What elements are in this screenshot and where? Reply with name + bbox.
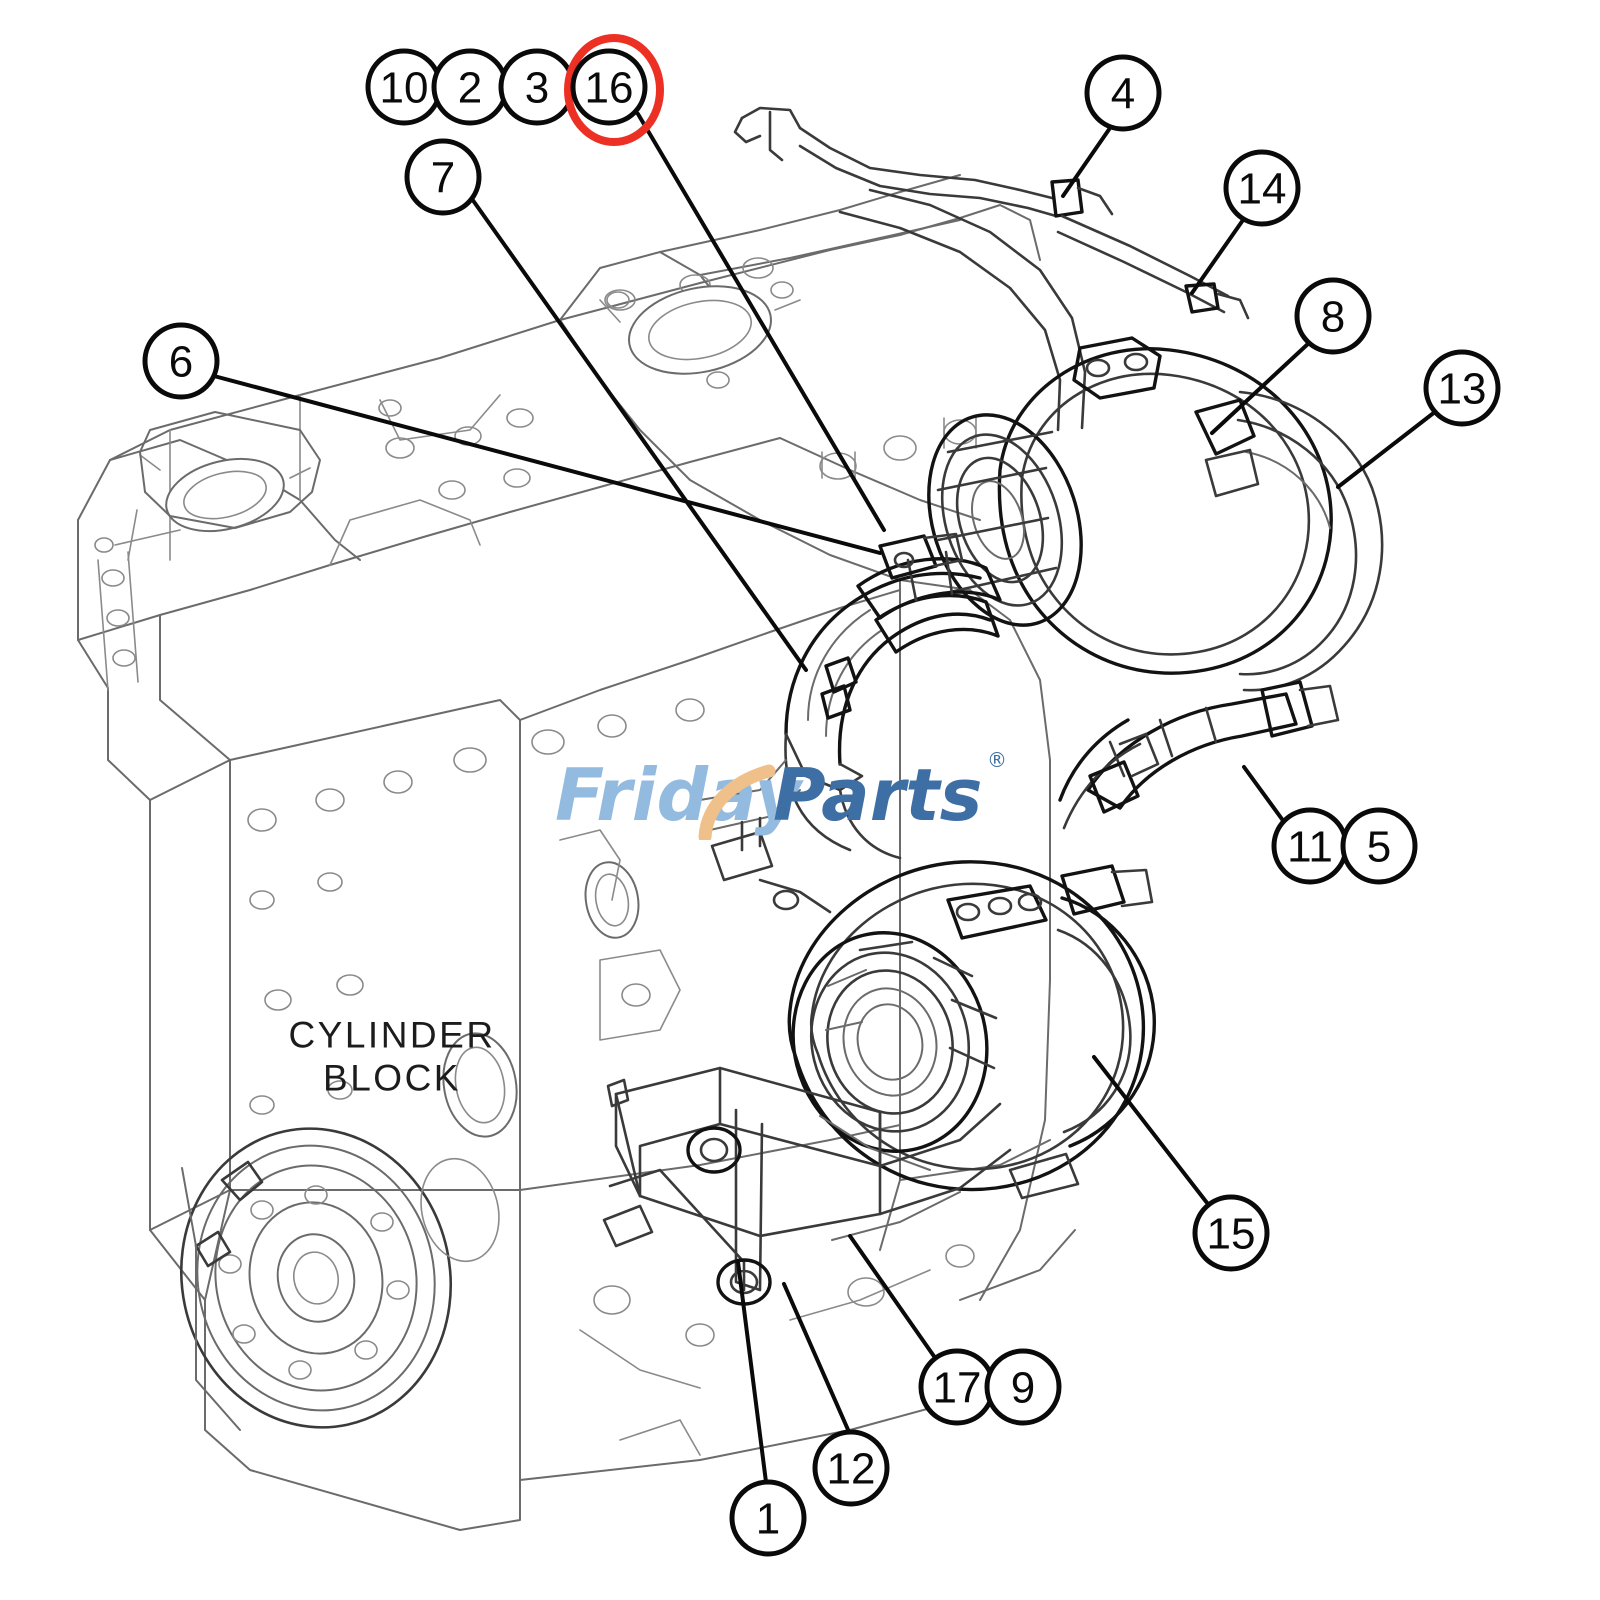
upper-turbocharger: [927, 336, 1384, 692]
callout-number-2: 2: [458, 64, 482, 113]
callout-17[interactable]: 17: [918, 1348, 996, 1426]
leader-line-13: [1336, 406, 1442, 489]
callout-2[interactable]: 2: [431, 48, 509, 126]
callout-number-17: 17: [933, 1364, 982, 1413]
callout-number-5: 5: [1367, 823, 1391, 872]
cylinder-block-label-line2: BLOCK: [323, 1058, 461, 1099]
callout-circle-16[interactable]: [570, 48, 648, 126]
callout-number-15: 15: [1207, 1210, 1256, 1259]
callout-circle-9[interactable]: [984, 1348, 1062, 1426]
callout-14[interactable]: 14: [1223, 149, 1301, 227]
leader-line-16: [636, 112, 886, 532]
callout-number-12: 12: [827, 1445, 876, 1494]
callout-13[interactable]: 13: [1423, 349, 1501, 427]
leader-line-11: [1242, 765, 1289, 828]
callout-number-16: 16: [585, 64, 634, 113]
callout-5[interactable]: 5: [1340, 807, 1418, 885]
callout-1[interactable]: 1: [729, 1479, 807, 1557]
callout-number-9: 9: [1011, 1364, 1035, 1413]
lower-turbocharger: [787, 860, 1156, 1200]
cylinder-block-label-line1: CYLINDER: [288, 1015, 495, 1056]
callout-12[interactable]: 12: [812, 1429, 890, 1507]
callout-number-13: 13: [1438, 365, 1487, 414]
leader-line-15: [1092, 1055, 1213, 1210]
callout-number-11: 11: [1287, 823, 1333, 872]
leader-line-8: [1210, 340, 1312, 435]
callout-circle-14[interactable]: [1223, 149, 1301, 227]
callout-number-14: 14: [1238, 165, 1287, 214]
callout-3[interactable]: 3: [498, 48, 576, 126]
callout-circle-13[interactable]: [1423, 349, 1501, 427]
turbo-support-bracket: [602, 1066, 1012, 1306]
engine-block-group: [77, 106, 1384, 1531]
leader-line-1: [736, 1260, 768, 1484]
callout-circle-5[interactable]: [1340, 807, 1418, 885]
callout-number-8: 8: [1321, 293, 1345, 342]
callout-15[interactable]: 15: [1192, 1194, 1270, 1272]
charge-air-pipe: [699, 532, 1002, 860]
callout-circle-12[interactable]: [812, 1429, 890, 1507]
leader-line-6: [212, 374, 882, 555]
intercooler-cross-pipe: [1058, 680, 1340, 830]
leader-line-7: [470, 197, 808, 672]
callout-number-7: 7: [431, 154, 455, 203]
callout-number-6: 6: [169, 338, 193, 387]
callout-11[interactable]: 11: [1271, 807, 1349, 885]
callout-16[interactable]: 16: [564, 34, 664, 146]
callout-circle-15[interactable]: [1192, 1194, 1270, 1272]
leader-line-4: [1061, 126, 1112, 198]
leader-line-17: [848, 1234, 940, 1364]
callout-circle-6[interactable]: [142, 322, 220, 400]
callout-circle-4[interactable]: [1084, 54, 1162, 132]
callout-4[interactable]: 4: [1084, 54, 1162, 132]
callout-number-3: 3: [525, 64, 549, 113]
leader-lines-group: [212, 112, 1442, 1484]
callout-6[interactable]: 6: [142, 322, 220, 400]
callout-9[interactable]: 9: [984, 1348, 1062, 1426]
leader-line-12: [782, 1282, 851, 1434]
callout-number-1: 1: [756, 1495, 780, 1544]
callout-circle-8[interactable]: [1294, 277, 1372, 355]
callout-number-4: 4: [1111, 70, 1135, 119]
callout-number-10: 10: [380, 64, 429, 113]
leader-line-14: [1190, 218, 1245, 295]
highlight-ring-16: [564, 34, 664, 146]
callout-circle-7[interactable]: [404, 138, 482, 216]
callout-circle-1[interactable]: [729, 1479, 807, 1557]
callout-8[interactable]: 8: [1294, 277, 1372, 355]
callout-7[interactable]: 7: [404, 138, 482, 216]
callout-10[interactable]: 10: [365, 48, 443, 126]
